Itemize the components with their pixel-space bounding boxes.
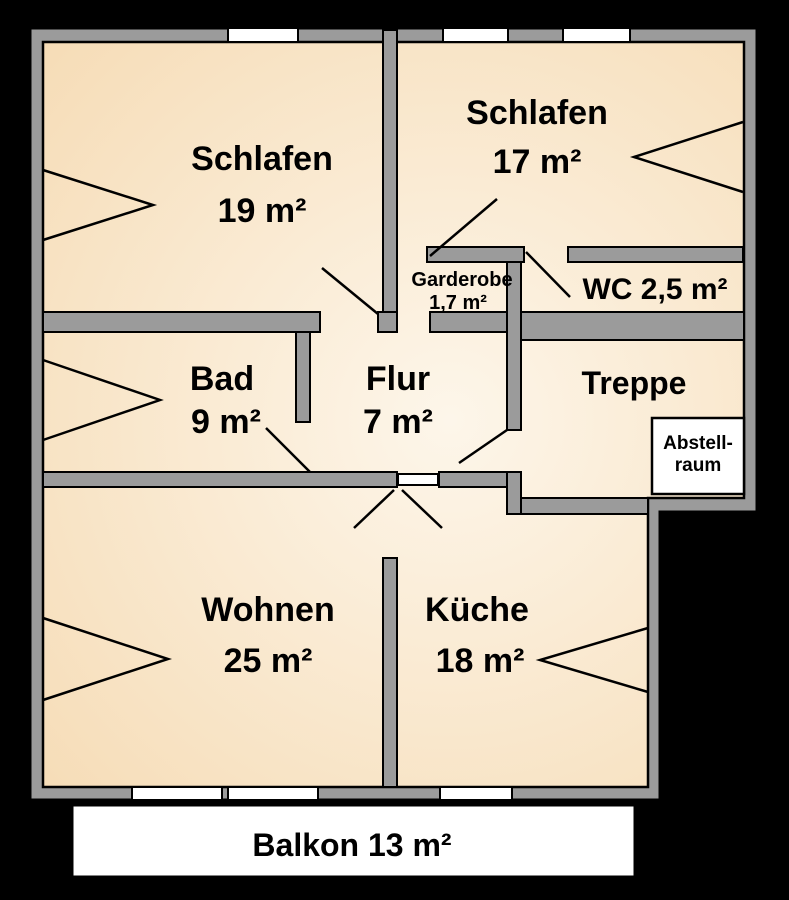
flur-door-threshold <box>397 473 439 486</box>
door-swing-kueche <box>401 489 443 529</box>
label-bad-area: 9 m² <box>191 403 261 441</box>
label-schlafen-rechts-area: 17 m² <box>493 143 582 181</box>
label-abstellraum-line1: Abstell- <box>663 433 733 454</box>
label-flur-name: Flur <box>366 360 430 398</box>
label-schlafen-links-area: 19 m² <box>218 192 307 230</box>
opening-symbol-bad <box>42 358 164 442</box>
windows <box>131 27 631 801</box>
window <box>442 27 509 43</box>
label-balkon: Balkon 13 m² <box>252 827 451 863</box>
wall-segment <box>520 497 649 515</box>
door-swings <box>265 198 571 529</box>
window <box>439 786 513 801</box>
window <box>562 27 631 43</box>
label-garderobe-name: Garderobe <box>411 269 512 291</box>
abstellraum-box <box>650 416 746 496</box>
label-garderobe-area: 1,7 m² <box>429 292 487 314</box>
label-treppe: Treppe <box>582 365 687 401</box>
label-bad-name: Bad <box>190 360 254 398</box>
window <box>131 786 223 801</box>
door-swing-bad <box>265 427 311 473</box>
wall-segment <box>567 246 744 263</box>
wall-segment <box>426 246 525 263</box>
wall-segment <box>506 471 522 515</box>
door-swing-schlafen-rechts <box>429 198 498 257</box>
label-schlafen-rechts-name: Schlafen <box>466 94 608 132</box>
opening-symbol-schlafen-links <box>42 168 158 242</box>
opening-symbol-wohnen <box>42 616 173 702</box>
label-kueche-name: Küche <box>425 591 529 629</box>
wall-segment <box>506 261 522 431</box>
label-abstellraum-line2: raum <box>675 455 721 476</box>
label-flur-area: 7 m² <box>363 403 433 441</box>
window <box>227 786 319 801</box>
label-wc: WC 2,5 m² <box>582 273 727 306</box>
door-swing-schlafen-links <box>321 267 379 315</box>
wall-segment <box>42 311 321 333</box>
opening-symbol-schlafen-rechts <box>629 120 744 194</box>
wall-segment <box>377 311 398 333</box>
wall-segment <box>42 471 398 488</box>
label-wohnen-name: Wohnen <box>201 591 334 629</box>
opening-direction-symbols <box>42 120 744 702</box>
door-swing-wohnen <box>353 489 395 529</box>
wall-segment <box>520 311 745 341</box>
wall-segment <box>382 557 398 788</box>
room-labels: Schlafen 19 m² Schlafen 17 m² Garderobe … <box>190 94 733 863</box>
label-wohnen-area: 25 m² <box>224 642 313 680</box>
door-swing-treppe <box>458 428 508 465</box>
balkon-box <box>70 803 637 879</box>
wall-segment <box>429 311 508 333</box>
wall-segment <box>295 331 311 423</box>
label-schlafen-links-name: Schlafen <box>191 140 333 178</box>
window <box>227 27 299 43</box>
opening-symbol-kueche <box>535 626 649 694</box>
wall-segment <box>382 29 398 313</box>
door-swing-wc <box>525 251 571 298</box>
label-kueche-area: 18 m² <box>436 642 525 680</box>
